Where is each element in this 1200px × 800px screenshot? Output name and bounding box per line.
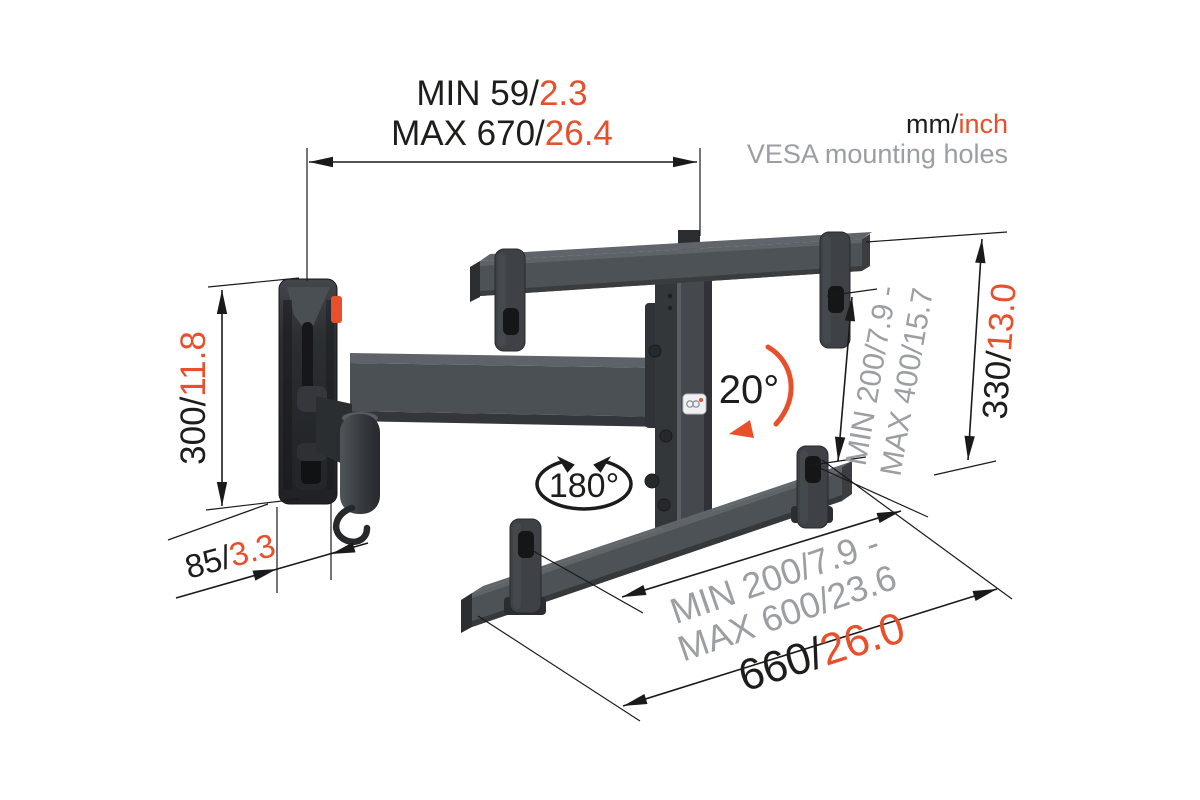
top-rail-top-face bbox=[480, 232, 872, 261]
arrowhead bbox=[216, 482, 228, 506]
top-rail-left-endcap bbox=[470, 261, 480, 302]
swivel-angle-label: 180° bbox=[549, 467, 619, 505]
arrowhead bbox=[622, 585, 647, 597]
vesa-vertical-label: MIN 200/7.9 - MAX 400/15.7 bbox=[840, 283, 940, 478]
arrowhead bbox=[623, 694, 648, 706]
ext-line bbox=[933, 460, 997, 476]
arm-front-face bbox=[350, 363, 666, 417]
ext-line bbox=[812, 464, 929, 518]
articulating-arm bbox=[350, 353, 666, 427]
cable-loop bbox=[332, 504, 371, 546]
top-rail-right-endcap bbox=[862, 234, 870, 271]
top-rail-clamp-left bbox=[494, 248, 526, 352]
arrowhead bbox=[673, 156, 697, 168]
dim-line-vesa-vertical bbox=[837, 296, 853, 462]
swivel-arrowhead-left bbox=[557, 456, 575, 473]
ext-line bbox=[826, 288, 878, 297]
wall-distance-label: 85/3.3 bbox=[181, 526, 279, 585]
swivel-angle-indicator: 180° bbox=[535, 456, 633, 511]
clamp-hole bbox=[518, 531, 534, 558]
ext-line bbox=[805, 456, 867, 467]
wall-plate-gloss bbox=[287, 287, 330, 336]
column-right-shade bbox=[704, 278, 712, 530]
swivel-arrowhead-right bbox=[593, 456, 611, 473]
top-rail-bottom-edge bbox=[480, 266, 862, 296]
plate-height-label: 300/11.8 bbox=[174, 331, 213, 465]
bracket-height-label: 330/13.0 bbox=[975, 282, 1023, 421]
dim-line-vesa-horizontal bbox=[621, 510, 902, 598]
arm-reach-label-line2: MAX 670/26.4 bbox=[391, 114, 613, 153]
column-knob bbox=[644, 473, 660, 489]
tilt-angle-indicator: 20° bbox=[719, 344, 794, 438]
arm-bottom-edge bbox=[350, 411, 666, 427]
bottom-rail-top-face bbox=[472, 461, 853, 593]
ext-line bbox=[477, 615, 641, 722]
wall-mount-illustration bbox=[278, 230, 872, 633]
top-rail-clamp-right bbox=[819, 231, 851, 349]
arrowhead bbox=[972, 589, 997, 601]
arrowhead bbox=[876, 511, 901, 523]
ext-line bbox=[527, 547, 644, 614]
wall-plate bbox=[278, 278, 342, 505]
dim-line-bracket-height bbox=[967, 238, 983, 461]
column-knob bbox=[657, 498, 671, 512]
tilt-angle-label: 20° bbox=[719, 368, 780, 412]
arrowhead bbox=[844, 297, 856, 322]
vogels-logo-badge bbox=[682, 393, 707, 415]
elbow-cylinder bbox=[340, 414, 380, 514]
arm-elbow-joint bbox=[316, 396, 380, 546]
wall-plate-right-shade bbox=[326, 300, 334, 490]
ext-line bbox=[207, 277, 300, 288]
arrowhead bbox=[216, 290, 228, 314]
ext-line bbox=[167, 503, 269, 541]
top-rail bbox=[470, 232, 872, 302]
bottom-rail-clamp-left bbox=[504, 518, 546, 615]
arrowhead bbox=[331, 542, 356, 554]
tilt-arrowhead bbox=[729, 420, 754, 438]
wall-plate-center-slot bbox=[302, 322, 313, 402]
bottom-rail-front-face bbox=[472, 467, 842, 627]
arrowhead bbox=[834, 436, 846, 461]
column-screw bbox=[667, 293, 673, 299]
dim-line-rail-width bbox=[622, 588, 998, 707]
arm-reach-label-line1: MIN 59/2.3 bbox=[416, 74, 587, 113]
column-screw bbox=[667, 305, 673, 311]
wall-plate-hook-inner bbox=[301, 454, 321, 484]
arrowhead bbox=[309, 156, 333, 168]
clamp-hole bbox=[805, 456, 821, 483]
tv-bracket-column bbox=[644, 230, 712, 530]
bottom-rail-front-highlight bbox=[472, 467, 842, 598]
bottom-rail bbox=[461, 461, 853, 633]
column-left-bevel bbox=[677, 278, 681, 530]
top-rail-front-highlight bbox=[480, 239, 862, 266]
orange-lock-clip bbox=[331, 296, 342, 323]
bottom-rail-clamp-right bbox=[791, 445, 833, 529]
ext-line bbox=[821, 459, 1013, 600]
ext-line bbox=[865, 231, 1008, 243]
bottom-rail-left-endcap bbox=[461, 593, 472, 633]
clamp-hole bbox=[503, 308, 519, 335]
arrowhead bbox=[964, 435, 975, 460]
swivel-arc bbox=[535, 459, 633, 511]
column-knob bbox=[659, 429, 673, 443]
clamp-hole bbox=[828, 286, 844, 313]
ext-line bbox=[205, 498, 300, 511]
arrowhead bbox=[975, 239, 986, 264]
tilt-arc bbox=[765, 344, 794, 427]
top-rail-front-face bbox=[480, 239, 862, 296]
column-knob bbox=[648, 344, 662, 358]
bottom-rail-bottom-edge bbox=[472, 495, 842, 627]
units-legend: mm/inch bbox=[906, 109, 1008, 139]
arrowhead bbox=[252, 569, 277, 581]
wall-plate-left-shade bbox=[283, 300, 292, 490]
vesa-note: VESA mounting holes bbox=[747, 139, 1008, 169]
column-back-bar bbox=[655, 282, 679, 528]
